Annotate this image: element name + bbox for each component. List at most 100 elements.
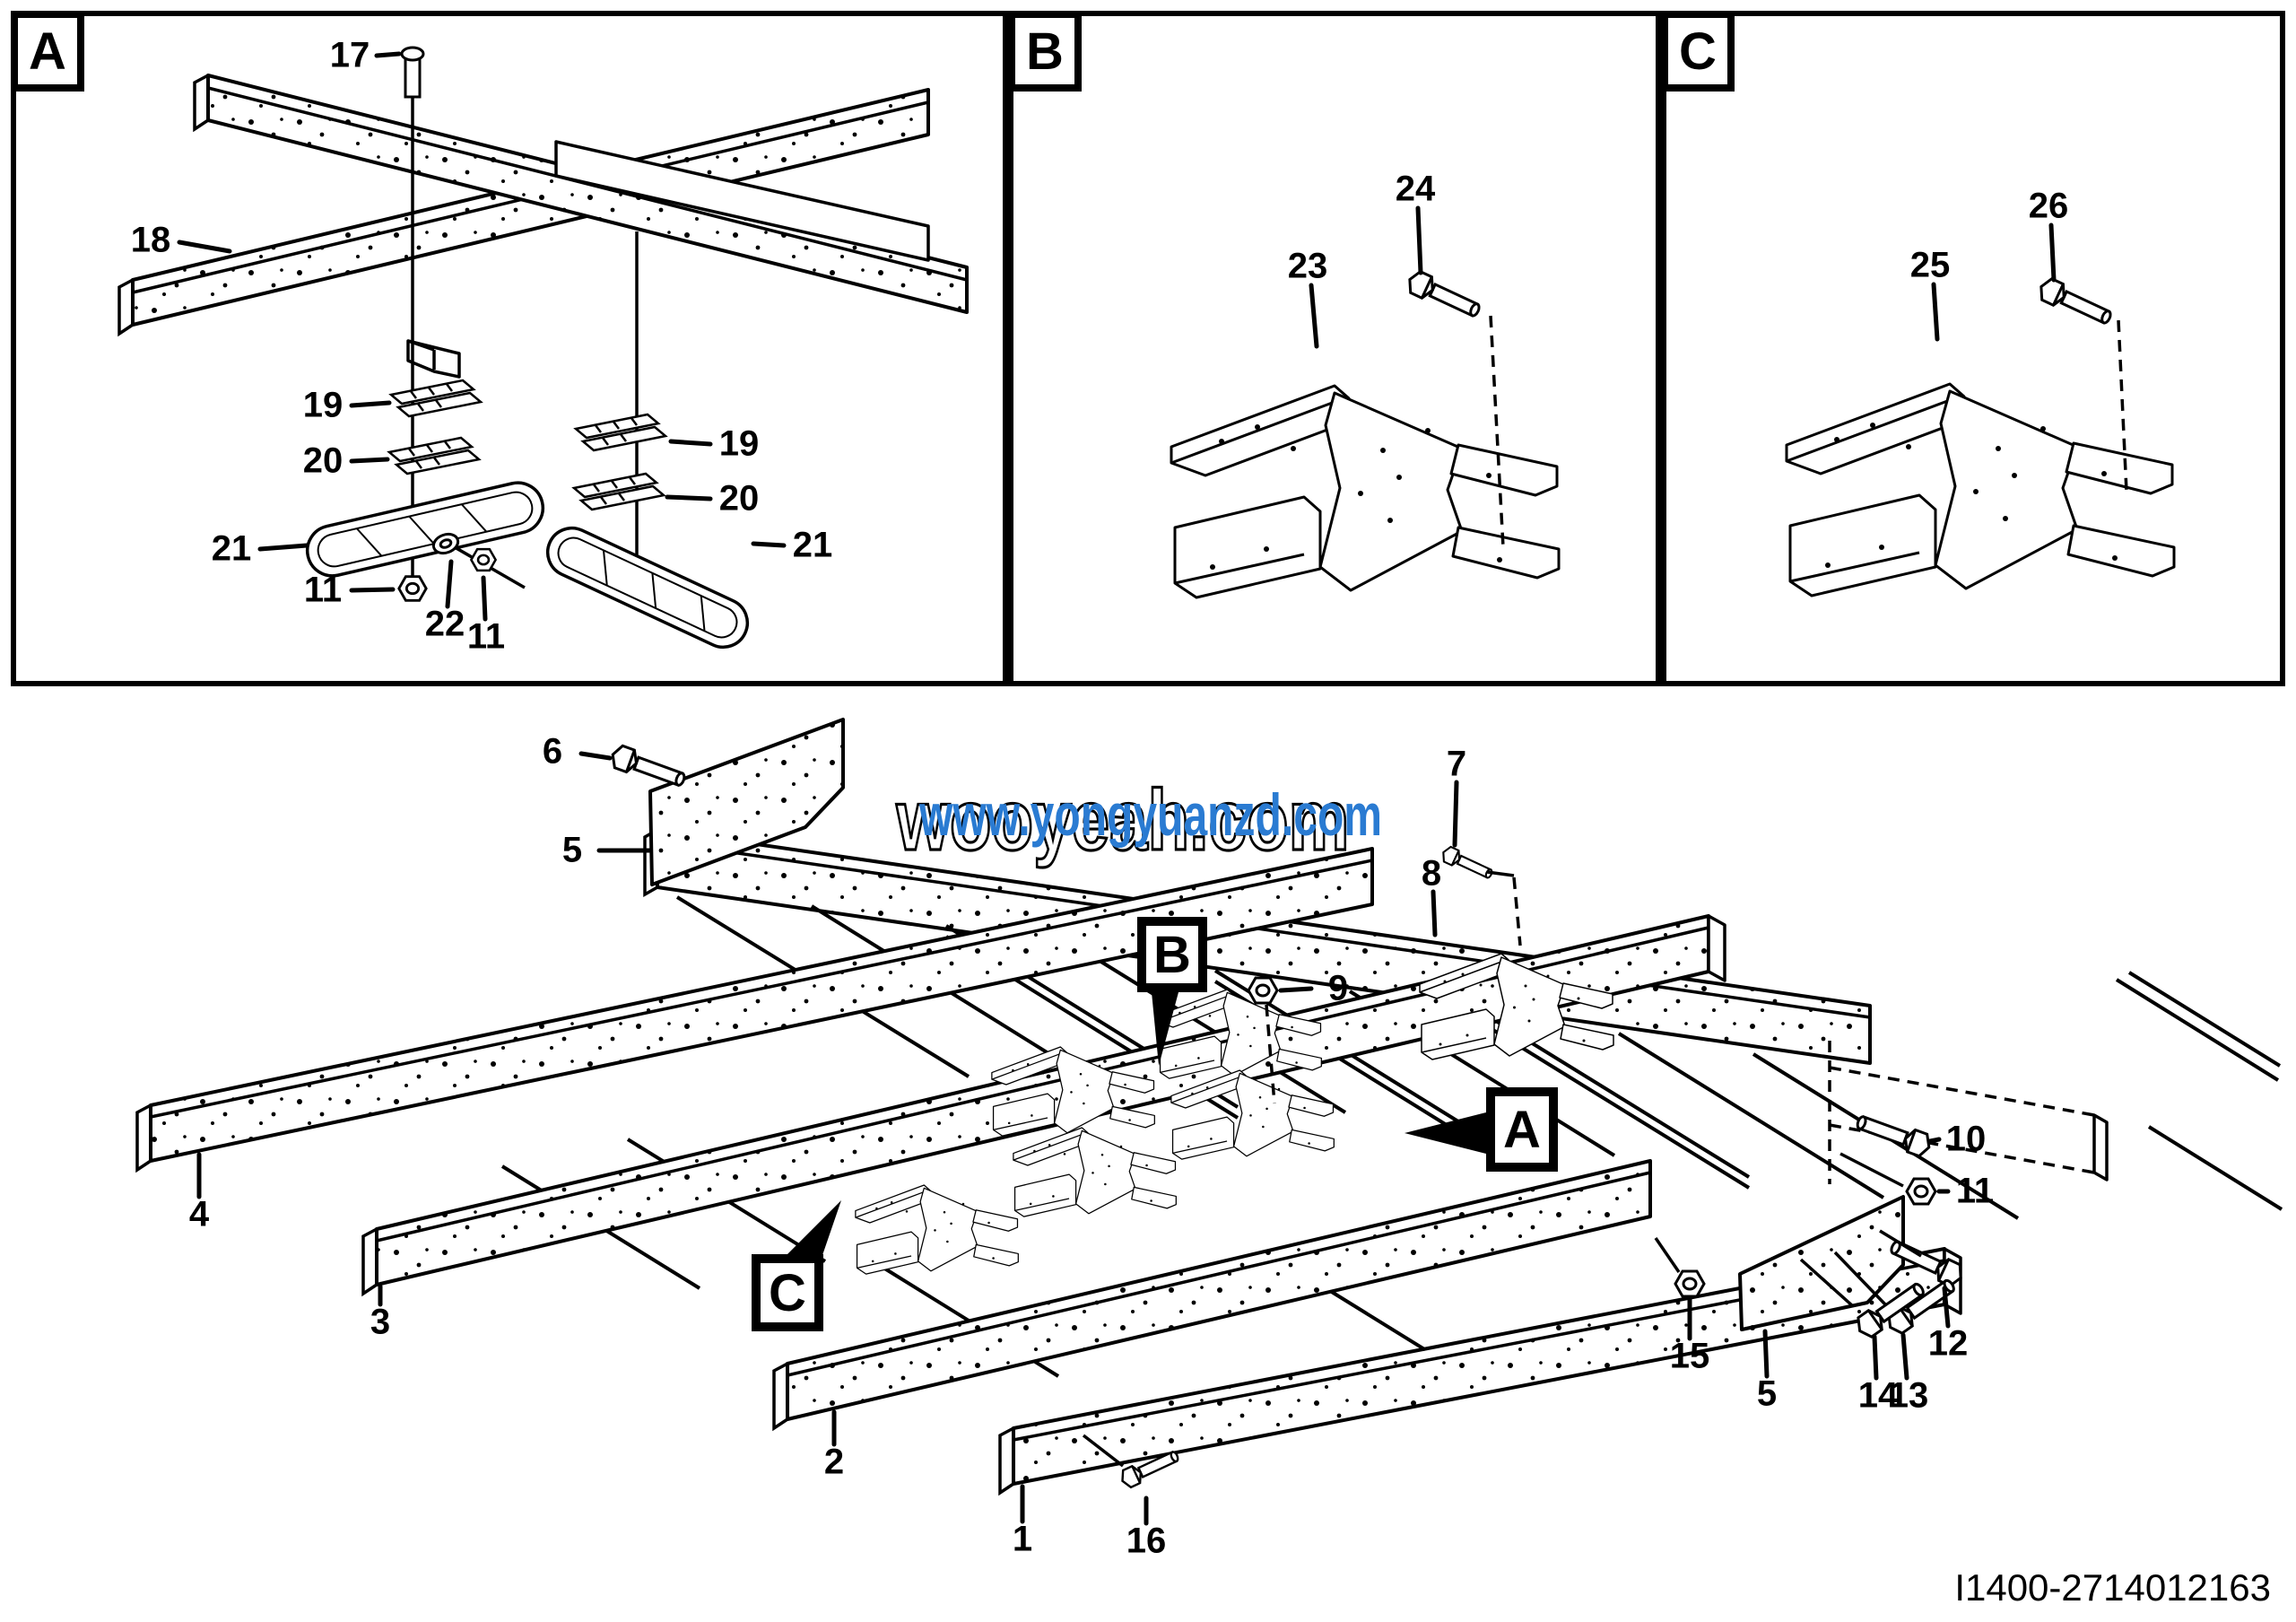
ref-box-b: B (1137, 917, 1207, 992)
detail-a-art (117, 46, 969, 650)
part-label-26: 26 (2028, 186, 2069, 226)
main-view-art (135, 718, 2283, 1496)
part-label-11: 11 (303, 570, 343, 610)
part-label-15: 15 (1669, 1336, 1710, 1376)
part-label-6: 6 (542, 731, 563, 772)
leader-line-19 (668, 439, 713, 447)
figure-code: I1400-2714012163 (1954, 1566, 2271, 1609)
ref-pointers (784, 992, 1486, 1258)
ref-box-b-label: B (1153, 925, 1191, 984)
part-10-bolt-icon (1852, 1109, 1935, 1160)
ref-box-c: C (752, 1254, 823, 1331)
leader-line-26 (2048, 222, 2057, 283)
part-5-plate (1738, 1195, 1905, 1331)
detail-tag-c: C (1661, 11, 1735, 92)
ref-box-c-label: C (769, 1263, 806, 1322)
part-label-2: 2 (823, 1442, 845, 1482)
part-26-bolt-icon (2034, 275, 2116, 331)
detail-tag-a-label: A (29, 22, 66, 81)
part-label-5: 5 (561, 830, 583, 870)
detail-c-art (1785, 275, 2176, 597)
leader-line-11 (481, 575, 488, 622)
leader-line-6 (578, 751, 613, 761)
leader-line-7 (1452, 780, 1459, 848)
part-17-bolt-icon (400, 46, 425, 99)
ref-box-a-label: A (1503, 1100, 1541, 1159)
part-label-7: 7 (1446, 744, 1467, 784)
part-label-5: 5 (1756, 1373, 1778, 1414)
part-6-bolt-icon (607, 742, 690, 793)
part-label-9: 9 (1327, 968, 1349, 1008)
part-label-11: 11 (1955, 1171, 1995, 1211)
watermark: wooyeah.com www.yongyuanzd.com (894, 771, 1382, 869)
leader-line-12 (1942, 1286, 1951, 1329)
leader-line-8 (1431, 889, 1438, 937)
part-label-21: 21 (792, 525, 833, 565)
aux-lines (1082, 870, 1922, 1468)
part-11-nut-icon (1905, 1177, 1937, 1206)
leader-line-20 (665, 494, 713, 501)
part-label-24: 24 (1395, 169, 1436, 209)
leader-line-18 (177, 240, 232, 254)
part-24-bolt-icon (1403, 267, 1484, 324)
part-label-19: 19 (718, 423, 760, 464)
detail-frame-a (11, 11, 1008, 686)
part-label-13: 13 (1888, 1375, 1929, 1416)
detail-tag-c-label: C (1679, 22, 1717, 81)
part-label-14: 14 (1857, 1375, 1899, 1416)
part-label-1: 1 (1012, 1519, 1033, 1559)
part-19-shim-icon (574, 413, 667, 452)
part-19-shim-icon (389, 379, 483, 418)
part-21-plate-icon (545, 526, 750, 650)
detail-tag-a: A (11, 11, 84, 92)
watermark-outline-text: wooyeah.com (896, 772, 1350, 868)
part-label-22: 22 (424, 604, 465, 644)
leader-line-13 (1900, 1332, 1909, 1381)
part-label-19: 19 (302, 385, 344, 425)
ref-box-a: A (1486, 1087, 1558, 1172)
detail-frame-b (1008, 11, 1661, 686)
part-25-bracket-icon (1785, 382, 2176, 597)
leader-line-17 (374, 51, 402, 58)
leader-line-25 (1931, 282, 1940, 342)
leader-line-21 (257, 543, 309, 552)
part-label-10: 10 (1945, 1119, 1987, 1159)
cross-bracket-icon (855, 1184, 1019, 1275)
leader-line-20 (349, 457, 390, 464)
part-23-bracket-icon (1170, 384, 1561, 599)
part-label-18: 18 (130, 220, 171, 260)
part-label-25: 25 (1909, 245, 1951, 285)
leader-lines (177, 51, 2057, 1526)
part-11-nut-icon (397, 575, 428, 602)
part-label-16: 16 (1126, 1521, 1167, 1561)
leader-line-9 (1278, 986, 1314, 993)
part-label-4: 4 (188, 1194, 210, 1234)
part-label-17: 17 (329, 35, 370, 75)
cross-bracket-icon (1013, 1127, 1177, 1217)
leader-line-10 (1927, 1137, 1942, 1144)
part-20-shim-icon (387, 436, 481, 475)
detail-tag-b: B (1008, 11, 1082, 92)
leader-line-11 (349, 587, 396, 593)
part-5-plate (648, 718, 845, 886)
leader-line-5 (1762, 1329, 1770, 1379)
part-11-nut-icon (470, 547, 497, 572)
part-label-11: 11 (466, 616, 506, 657)
part-label-21: 21 (211, 528, 252, 569)
part-label-3: 3 (370, 1302, 391, 1342)
rail-2 (772, 1159, 1652, 1432)
rail-4 (135, 847, 1374, 1173)
part-label-23: 23 (1287, 246, 1328, 286)
detail-tag-b-label: B (1026, 22, 1064, 81)
part-label-20: 20 (302, 440, 344, 481)
leader-line-14 (1872, 1334, 1879, 1381)
part-15-nut-icon (1674, 1269, 1706, 1298)
leader-line-21 (751, 541, 787, 548)
detail-b-art (1170, 267, 1561, 599)
leader-line-24 (1415, 205, 1423, 275)
part-21-plate-icon (305, 481, 545, 578)
part-7-bolt-icon (1439, 843, 1496, 884)
part-20-shim-icon (572, 472, 665, 511)
